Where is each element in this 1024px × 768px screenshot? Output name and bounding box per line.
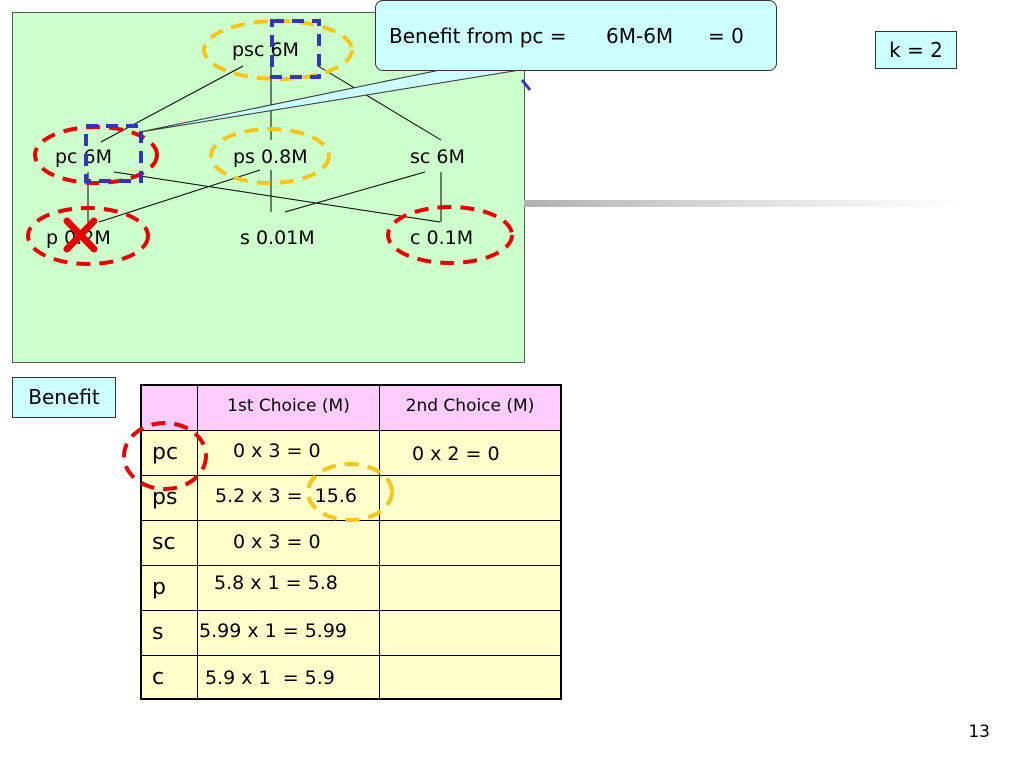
yellow-ellipse-ps bbox=[209, 127, 331, 185]
benefit-label: Benefit bbox=[12, 377, 116, 418]
node-psc[interactable]: psc 6M bbox=[232, 39, 299, 61]
node-s[interactable]: s 0.01M bbox=[240, 227, 315, 249]
cell-value: 5.2 x 3 = 15.6 bbox=[215, 485, 357, 507]
table-cell: 5.2 x 3 = 15.6 bbox=[198, 475, 380, 520]
blue-box-psc bbox=[270, 19, 321, 79]
table-row-label: pc bbox=[142, 430, 198, 475]
edge-psc-sc bbox=[317, 65, 442, 141]
red-ellipse-pc bbox=[33, 125, 159, 185]
page-number: 13 bbox=[968, 722, 990, 742]
callout-expression: 6M-6M bbox=[606, 24, 674, 48]
divider-rule bbox=[524, 200, 964, 207]
edge-sc-s bbox=[284, 171, 426, 213]
node-pc[interactable]: pc 6M bbox=[55, 146, 113, 168]
table-header-second-choice: 2nd Choice (M) bbox=[380, 386, 560, 430]
table-row-label: s bbox=[142, 610, 198, 655]
yellow-ellipse-psc bbox=[202, 19, 354, 81]
blue-box-pc bbox=[84, 124, 143, 183]
edge-ps-p bbox=[98, 169, 261, 223]
table-row-label: p bbox=[142, 565, 198, 610]
cell-value: 0 x 3 = 0 bbox=[233, 531, 321, 553]
edge-pc-c bbox=[113, 171, 441, 223]
cell-value: 0 x 3 = 0 bbox=[233, 440, 321, 462]
callout-box bbox=[375, 0, 777, 71]
table-cell bbox=[380, 475, 560, 520]
table-cell bbox=[380, 520, 560, 565]
table-cell: 0 x 2 = 0 bbox=[380, 430, 560, 475]
node-sc[interactable]: sc 6M bbox=[410, 146, 465, 168]
table-cell bbox=[380, 655, 560, 698]
table-header-corner bbox=[142, 386, 198, 430]
faint-blue-mark bbox=[520, 79, 532, 91]
table-cell: 0 x 3 = 0 bbox=[198, 430, 380, 475]
table-row-label: c bbox=[142, 655, 198, 698]
table-row-label: sc bbox=[142, 520, 198, 565]
table-cell: 0 x 3 = 0 bbox=[198, 520, 380, 565]
table-cell bbox=[380, 610, 560, 655]
node-ps[interactable]: ps 0.8M bbox=[233, 146, 308, 168]
yellow-ellipse-ps-benefit bbox=[306, 462, 394, 522]
table-cell: 5.9 x 1 = 5.9 bbox=[198, 655, 380, 698]
table-header-first-choice: 1st Choice (M) bbox=[198, 386, 380, 430]
red-ellipse-c bbox=[386, 205, 514, 265]
removed-cross-icon bbox=[63, 217, 98, 253]
table-cell: 5.8 x 1 = 5.8 bbox=[198, 565, 380, 610]
table-cell: 5.99 x 1 = 5.99 bbox=[198, 610, 380, 655]
k-value-box: k = 2 bbox=[875, 31, 957, 69]
cell-value: 5.8 x 1 = 5.8 bbox=[214, 572, 338, 594]
edge-psc-pc bbox=[100, 65, 244, 143]
cell-value: 5.99 x 1 = 5.99 bbox=[199, 620, 348, 642]
red-ellipse-p bbox=[26, 206, 150, 266]
cell-value: 5.9 x 1 = 5.9 bbox=[205, 667, 335, 689]
red-ellipse-pc-row bbox=[122, 421, 208, 491]
callout-label: Benefit from pc = bbox=[389, 24, 567, 48]
benefit-table: 1st Choice (M) 2nd Choice (M) pc 0 x 3 =… bbox=[140, 384, 562, 700]
table-cell bbox=[380, 565, 560, 610]
cell-value: 0 x 2 = 0 bbox=[412, 443, 500, 465]
node-c[interactable]: c 0.1M bbox=[410, 227, 474, 249]
callout-result: = 0 bbox=[708, 24, 744, 48]
